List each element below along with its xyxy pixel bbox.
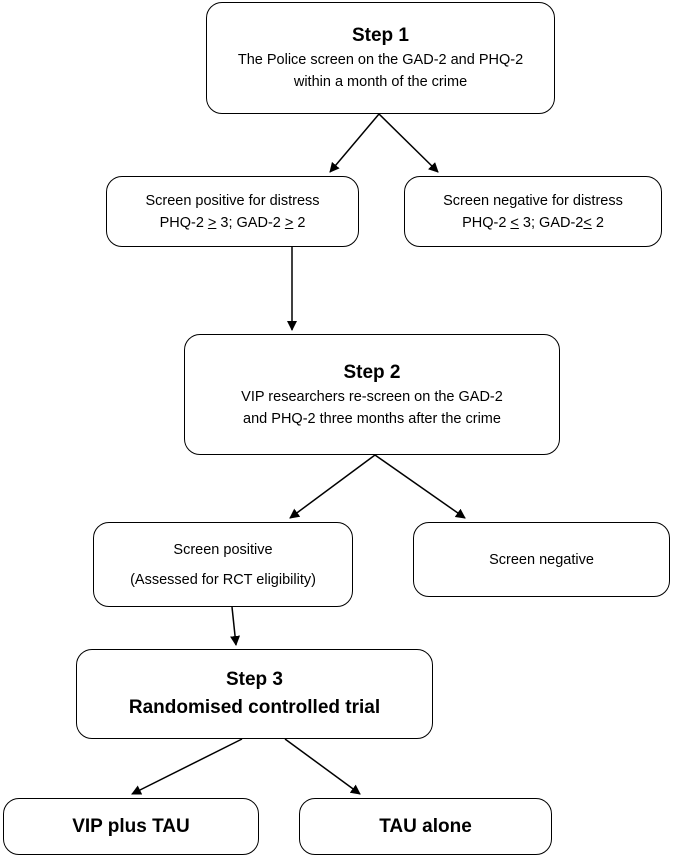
positive-distress-criteria: PHQ-2 > 3; GAD-2 > 2 — [160, 212, 306, 234]
screen-negative-box: Screen negative — [413, 522, 670, 597]
negative-phq-val: 3; GAD-2 — [518, 214, 584, 231]
negative-phq-label: PHQ-2 — [462, 214, 511, 231]
step2-title: Step 2 — [343, 361, 401, 383]
screen-positive-box: Screen positive (Assessed for RCT eligib… — [93, 522, 353, 607]
negative-distress-criteria: PHQ-2 < 3; GAD-2< 2 — [462, 212, 604, 234]
tau-alone-box: TAU alone — [299, 798, 552, 855]
arrow-step1-to-negative — [378, 113, 439, 173]
negative-distress-box: Screen negative for distress PHQ-2 < 3; … — [404, 176, 662, 247]
arrow-step1-to-positive — [329, 113, 380, 173]
positive-gad-val: 2 — [293, 214, 306, 231]
step2-line-2: and PHQ-2 three months after the crime — [243, 410, 501, 427]
arrow-step3-to-tau-alone — [284, 738, 361, 795]
step1-line-1: The Police screen on the GAD-2 and PHQ-2 — [237, 52, 524, 68]
step1-line-2: within a month of the crime — [293, 74, 468, 90]
negative-gad-val: 2 — [591, 214, 604, 231]
positive-phq-val: 3; GAD-2 — [216, 214, 285, 231]
negative-gad-op: < — [583, 214, 592, 231]
step3-subtitle: Randomised controlled trial — [128, 697, 381, 718]
vip-tau-label: VIP plus TAU — [72, 815, 190, 837]
screen-negative-label: Screen negative — [489, 551, 594, 568]
vip-tau-box: VIP plus TAU — [3, 798, 259, 855]
arrow-step2-to-screen-negative — [374, 454, 466, 519]
arrow-step2-to-screen-positive — [289, 454, 376, 519]
step3-box: Step 3 Randomised controlled trial — [76, 649, 433, 739]
step1-title: Step 1 — [351, 25, 410, 46]
positive-distress-label: Screen positive for distress — [145, 192, 320, 209]
arrow-screen-positive-to-step3 — [230, 606, 241, 646]
negative-distress-label: Screen negative for distress — [443, 192, 623, 209]
positive-phq-op: > — [207, 214, 217, 231]
step1-box: Step 1 The Police screen on the GAD-2 an… — [206, 2, 555, 114]
positive-gad-op: > — [284, 214, 294, 231]
arrow-step3-to-vip-tau — [131, 738, 243, 795]
negative-phq-op: < — [510, 214, 519, 231]
screen-positive-label: Screen positive — [173, 541, 273, 558]
positive-phq-label: PHQ-2 — [159, 214, 208, 231]
positive-distress-box: Screen positive for distress PHQ-2 > 3; … — [106, 176, 359, 247]
step2-line-1: VIP researchers re-screen on the GAD-2 — [241, 388, 503, 405]
screen-positive-note: (Assessed for RCT eligibility) — [130, 571, 316, 588]
step2-box: Step 2 VIP researchers re-screen on the … — [184, 334, 560, 455]
tau-alone-label: TAU alone — [379, 815, 472, 837]
step3-title: Step 3 — [225, 669, 284, 690]
